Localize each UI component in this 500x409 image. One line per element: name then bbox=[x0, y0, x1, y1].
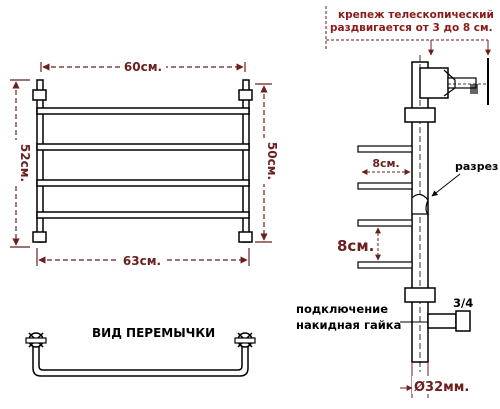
side-bar-2 bbox=[357, 182, 413, 190]
dim-height-right: 50см. bbox=[265, 142, 279, 180]
connection-line2: накидная гайка bbox=[296, 318, 401, 332]
side-bar-4 bbox=[357, 261, 413, 269]
rung-3 bbox=[36, 179, 250, 187]
front-view: 60см. 63см. 52см. 50см. bbox=[8, 58, 279, 269]
side-bar-spacing-small: 8см. bbox=[372, 157, 399, 170]
rung-2 bbox=[36, 143, 250, 151]
thread-fitting bbox=[455, 310, 471, 332]
thread-size: 3/4 bbox=[453, 296, 473, 310]
dim-width-top: 60см. bbox=[124, 60, 162, 74]
cut-label: разрез bbox=[455, 160, 498, 173]
pipe-diameter: Ø32мм. bbox=[414, 380, 469, 395]
cap-bottom-right bbox=[238, 231, 253, 243]
side-view: крепеж телескопический раздвигается от 3… bbox=[296, 6, 498, 398]
dim-width-bottom: 63см. bbox=[123, 254, 161, 268]
mount-note-line1: крепеж телескопический bbox=[338, 9, 494, 21]
union-nut bbox=[427, 313, 457, 329]
jumper-label: ВИД ПЕРЕМЫЧКИ bbox=[92, 326, 215, 340]
jumper-outline bbox=[32, 344, 249, 377]
rung-1 bbox=[36, 107, 250, 115]
cap-bottom-left bbox=[32, 231, 47, 243]
rung-4 bbox=[36, 211, 250, 219]
mount-note-line2: раздвигается от 3 до 8 см. bbox=[330, 22, 493, 34]
cap-top-left bbox=[32, 89, 47, 101]
connection-line1: подключение bbox=[296, 302, 388, 316]
side-block-upper bbox=[404, 107, 436, 123]
side-bar-1 bbox=[357, 145, 413, 153]
section-break bbox=[411, 193, 430, 215]
jumper-fitting-right bbox=[234, 332, 256, 348]
side-bar-spacing-large: 8см. bbox=[337, 237, 374, 255]
cap-top-right bbox=[238, 89, 253, 101]
wall-bracket bbox=[419, 58, 489, 105]
jumper-view: ВИД ПЕРЕМЫЧКИ bbox=[25, 326, 256, 377]
dim-height-left: 52см. bbox=[18, 144, 32, 182]
side-block-lower bbox=[404, 287, 436, 303]
jumper-fitting-left bbox=[25, 332, 47, 348]
side-bar-3 bbox=[357, 219, 413, 227]
